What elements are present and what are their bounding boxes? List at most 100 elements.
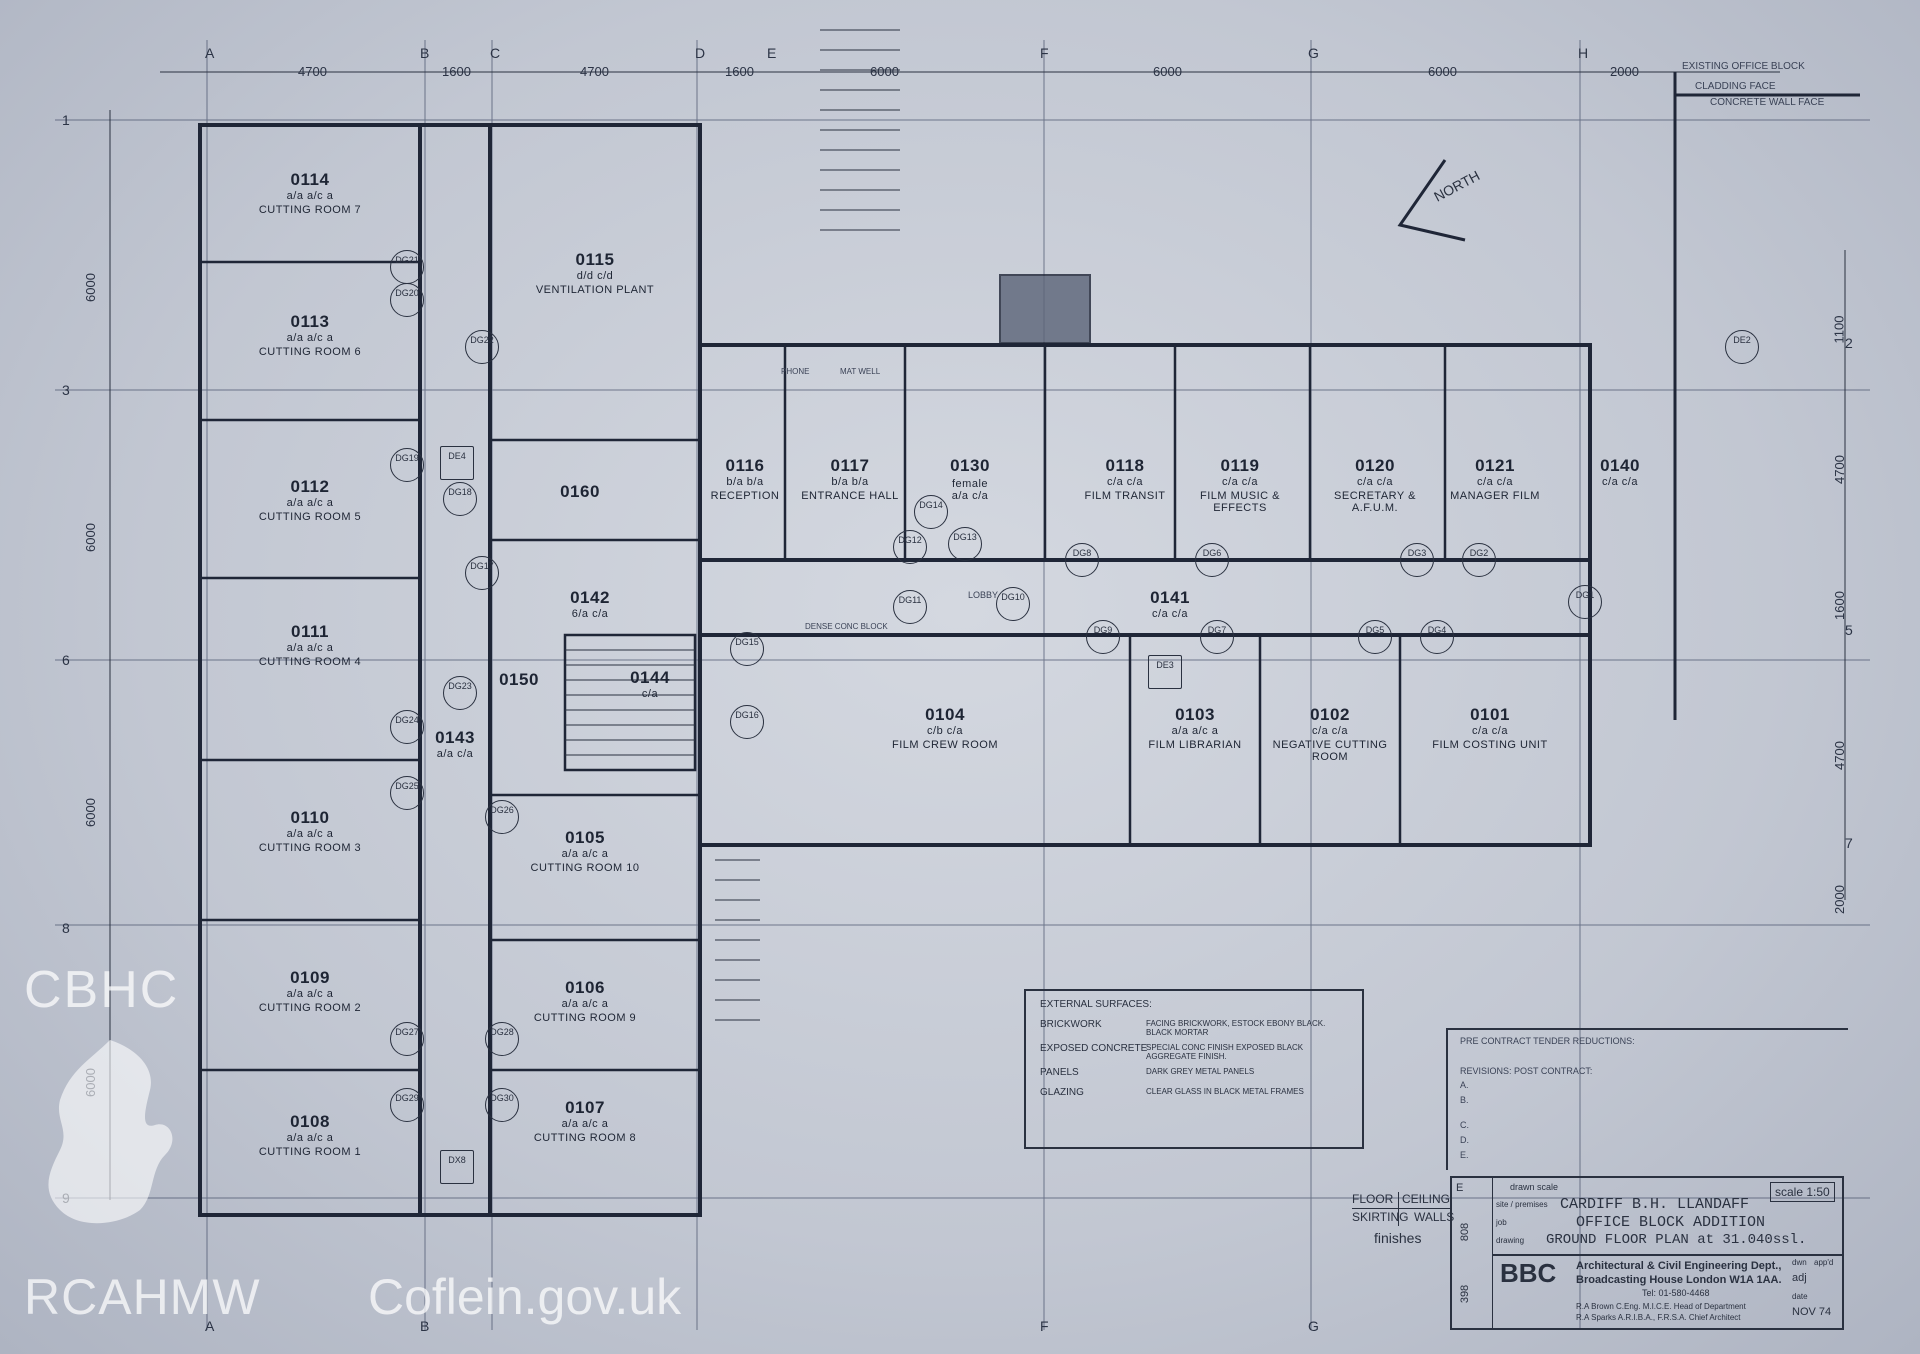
door-tag-dg10: DG10 <box>996 587 1030 621</box>
dragon-logo-icon <box>48 1040 173 1224</box>
dense-conc-label: DENSE CONC BLOCK <box>805 622 888 631</box>
finishes-walls: WALLS <box>1414 1210 1455 1224</box>
revisions-title: REVISIONS: POST CONTRACT: <box>1460 1066 1593 1076</box>
door-tag-dg20: DG20 <box>390 283 424 317</box>
scale-value: scale 1:50 <box>1770 1182 1835 1202</box>
dim-top-5: 6000 <box>870 64 899 79</box>
rev-letter: E <box>1456 1182 1464 1194</box>
external-surfaces-title: EXTERNAL SURFACES: <box>1040 999 1152 1010</box>
dwn-label: dwn <box>1792 1258 1807 1267</box>
revision-c: C. <box>1460 1120 1469 1130</box>
finishes-key: FLOOR CEILING SKIRTING WALLS finishes <box>1352 1192 1455 1252</box>
grid-row-7: 7 <box>1845 835 1853 851</box>
door-tag-dg14: DG14 <box>914 495 948 529</box>
surface-key-glazing: GLAZING <box>1040 1087 1084 1098</box>
grid-col-c: C <box>490 45 501 61</box>
mat-well-label: MAT WELL <box>840 367 881 376</box>
grid-col-b: B <box>420 45 430 61</box>
surface-value-panels: DARK GREY METAL PANELS <box>1146 1067 1255 1076</box>
site-value: CARDIFF B.H. LLANDAFF <box>1560 1196 1750 1213</box>
surface-key-concrete: EXPOSED CONCRETE <box>1040 1043 1148 1054</box>
revision-b: B. <box>1460 1095 1469 1105</box>
door-tag-dg27: DG27 <box>390 1022 424 1056</box>
grid-row-5: 5 <box>1845 622 1853 638</box>
door-tag-dg1: DG1 <box>1568 585 1602 619</box>
door-tag-dg23: DG23 <box>443 676 477 710</box>
surface-key-panels: PANELS <box>1040 1067 1079 1078</box>
door-tag-de2: DE2 <box>1725 330 1759 364</box>
door-tag-dg16: DG16 <box>730 705 764 739</box>
surface-value-glazing: CLEAR GLASS IN BLACK METAL FRAMES <box>1146 1087 1304 1096</box>
surface-key-brickwork: BRICKWORK <box>1040 1019 1102 1030</box>
grid-row-2: 2 <box>1845 335 1853 351</box>
phone-label: PHONE <box>781 367 810 376</box>
grid-row-6: 6 <box>62 652 70 668</box>
door-tag-dx8: DX8 <box>440 1150 474 1184</box>
door-tag-dg18: DG18 <box>443 482 477 516</box>
lobby-label: LOBBY <box>968 590 999 600</box>
pre-contract-title: PRE CONTRACT TENDER REDUCTIONS: <box>1460 1036 1635 1046</box>
watermark-cbhc: CBHC <box>24 961 180 1019</box>
finishes-ceiling: CEILING <box>1402 1192 1451 1206</box>
dim-left-3: 6000 <box>82 798 98 827</box>
door-tag-dg9: DG9 <box>1086 620 1120 654</box>
staff-head: R.A Brown C.Eng. M.I.C.E. Head of Depart… <box>1576 1302 1746 1311</box>
concrete-wall-label: CONCRETE WALL FACE <box>1710 97 1825 108</box>
staff-architect: R.A Sparks A.R.I.B.A., F.R.S.A. Chief Ar… <box>1576 1313 1741 1322</box>
door-tag-de3: DE3 <box>1148 655 1182 689</box>
cladding-label: CLADDING FACE <box>1695 81 1776 92</box>
grid-col-h: H <box>1578 45 1589 61</box>
door-tag-dg19: DG19 <box>390 448 424 482</box>
door-tag-dg11: DG11 <box>893 590 927 624</box>
grid-col-f-bottom: F <box>1040 1318 1049 1334</box>
door-tag-dg7: DG7 <box>1200 620 1234 654</box>
grid-col-g-bottom: G <box>1308 1318 1319 1334</box>
dim-right-4: 4700 <box>1831 741 1847 770</box>
dim-top-3: 4700 <box>580 64 609 79</box>
dept-tel: Tel: 01-580-4468 <box>1642 1288 1710 1298</box>
grid-row-1: 1 <box>62 112 70 128</box>
room-0150: 0150 <box>499 670 539 689</box>
dim-left-1: 6000 <box>82 273 98 302</box>
finishes-floor: FLOOR <box>1352 1192 1394 1206</box>
door-tag-dg4: DG4 <box>1420 620 1454 654</box>
door-tag-de4: DE4 <box>440 446 474 480</box>
date-label: date <box>1792 1292 1808 1301</box>
grid-row-8: 8 <box>62 920 70 936</box>
existing-block-label: EXISTING OFFICE BLOCK <box>1682 61 1805 72</box>
grid-col-a-bottom: A <box>205 1318 215 1334</box>
door-tag-dg21: DG21 <box>390 250 424 284</box>
dept-address: Broadcasting House London W1A 1AA. <box>1576 1274 1782 1286</box>
revision-d: D. <box>1460 1135 1469 1145</box>
door-tag-dg15: DG15 <box>730 632 764 666</box>
surface-value-concrete: SPECIAL CONC FINISH EXPOSED BLACK AGGREG… <box>1146 1043 1304 1061</box>
drawing-number: 808 <box>1459 1222 1472 1242</box>
room-0160: 0160 <box>560 482 600 501</box>
door-tag-dg17: DG17 <box>465 556 499 590</box>
dim-top-8: 2000 <box>1610 64 1639 79</box>
watermark-rcahmw: RCAHMW <box>24 1269 261 1325</box>
grid-col-g: G <box>1308 45 1319 61</box>
revision-a: A. <box>1460 1080 1469 1090</box>
dim-right-1: 1100 <box>1831 315 1847 344</box>
job-value: OFFICE BLOCK ADDITION <box>1576 1214 1766 1231</box>
door-tag-dg28: DG28 <box>485 1022 519 1056</box>
appd-label: app'd <box>1814 1258 1834 1267</box>
